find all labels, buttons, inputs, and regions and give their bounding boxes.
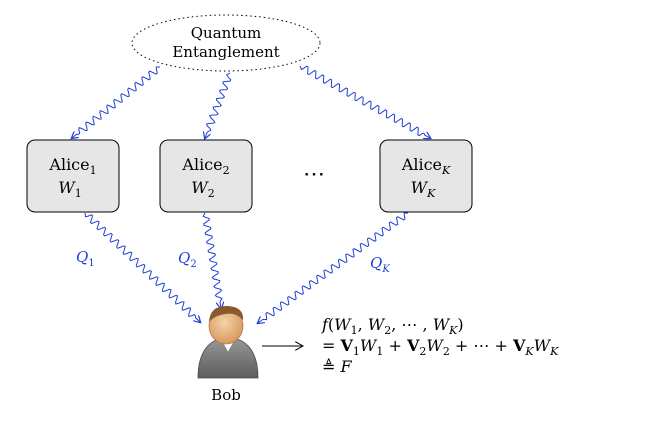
query-link-k bbox=[258, 212, 409, 323]
alice-k-message: WK bbox=[411, 178, 436, 200]
alice-2-label: Alice2 bbox=[181, 155, 229, 177]
bob-output-formula: f(W1, W2, ⋯ , WK) = V1W1 + V2W2 + ⋯ + VK… bbox=[321, 315, 559, 376]
bob-label: Bob bbox=[211, 386, 241, 404]
query-label-1: Q1 bbox=[76, 248, 95, 269]
query-label-k: QK bbox=[370, 254, 390, 275]
alice-box-1: Alice1 W1 bbox=[26, 139, 120, 213]
alice-box-2-rect bbox=[159, 139, 253, 213]
entanglement-source: Quantum Entanglement bbox=[131, 14, 321, 72]
alice-box-1-rect bbox=[26, 139, 120, 213]
alice-1-label: Alice1 bbox=[48, 155, 96, 177]
alice-k-label: AliceK bbox=[401, 155, 451, 177]
query-link-1 bbox=[84, 212, 200, 322]
ellipsis: ⋯ bbox=[303, 162, 325, 187]
entanglement-link-1 bbox=[72, 66, 161, 138]
alice-box-k: AliceK WK bbox=[379, 139, 473, 213]
entanglement-label-line2: Entanglement bbox=[172, 43, 279, 61]
formula-line-1: f(W1, W2, ⋯ , WK) bbox=[321, 315, 464, 337]
entanglement-link-2 bbox=[205, 72, 232, 138]
alice-2-message: W2 bbox=[191, 178, 214, 200]
entanglement-links bbox=[72, 65, 430, 138]
entanglement-ellipse bbox=[131, 14, 321, 72]
bob-hair bbox=[209, 305, 244, 322]
query-links bbox=[84, 212, 409, 323]
entanglement-label-line1: Quantum bbox=[191, 24, 261, 42]
alice-1-message: W1 bbox=[58, 178, 81, 200]
query-link-2 bbox=[202, 212, 222, 308]
alice-box-k-rect bbox=[379, 139, 473, 213]
formula-line-3: ≜ F bbox=[322, 357, 353, 376]
alice-box-2: Alice2 W2 bbox=[159, 139, 253, 213]
query-label-2: Q2 bbox=[178, 249, 197, 270]
bob-avatar-icon bbox=[197, 305, 259, 379]
formula-line-2: = V1W1 + V2W2 + ⋯ + VKWK bbox=[322, 336, 559, 358]
entanglement-link-k bbox=[299, 65, 430, 138]
